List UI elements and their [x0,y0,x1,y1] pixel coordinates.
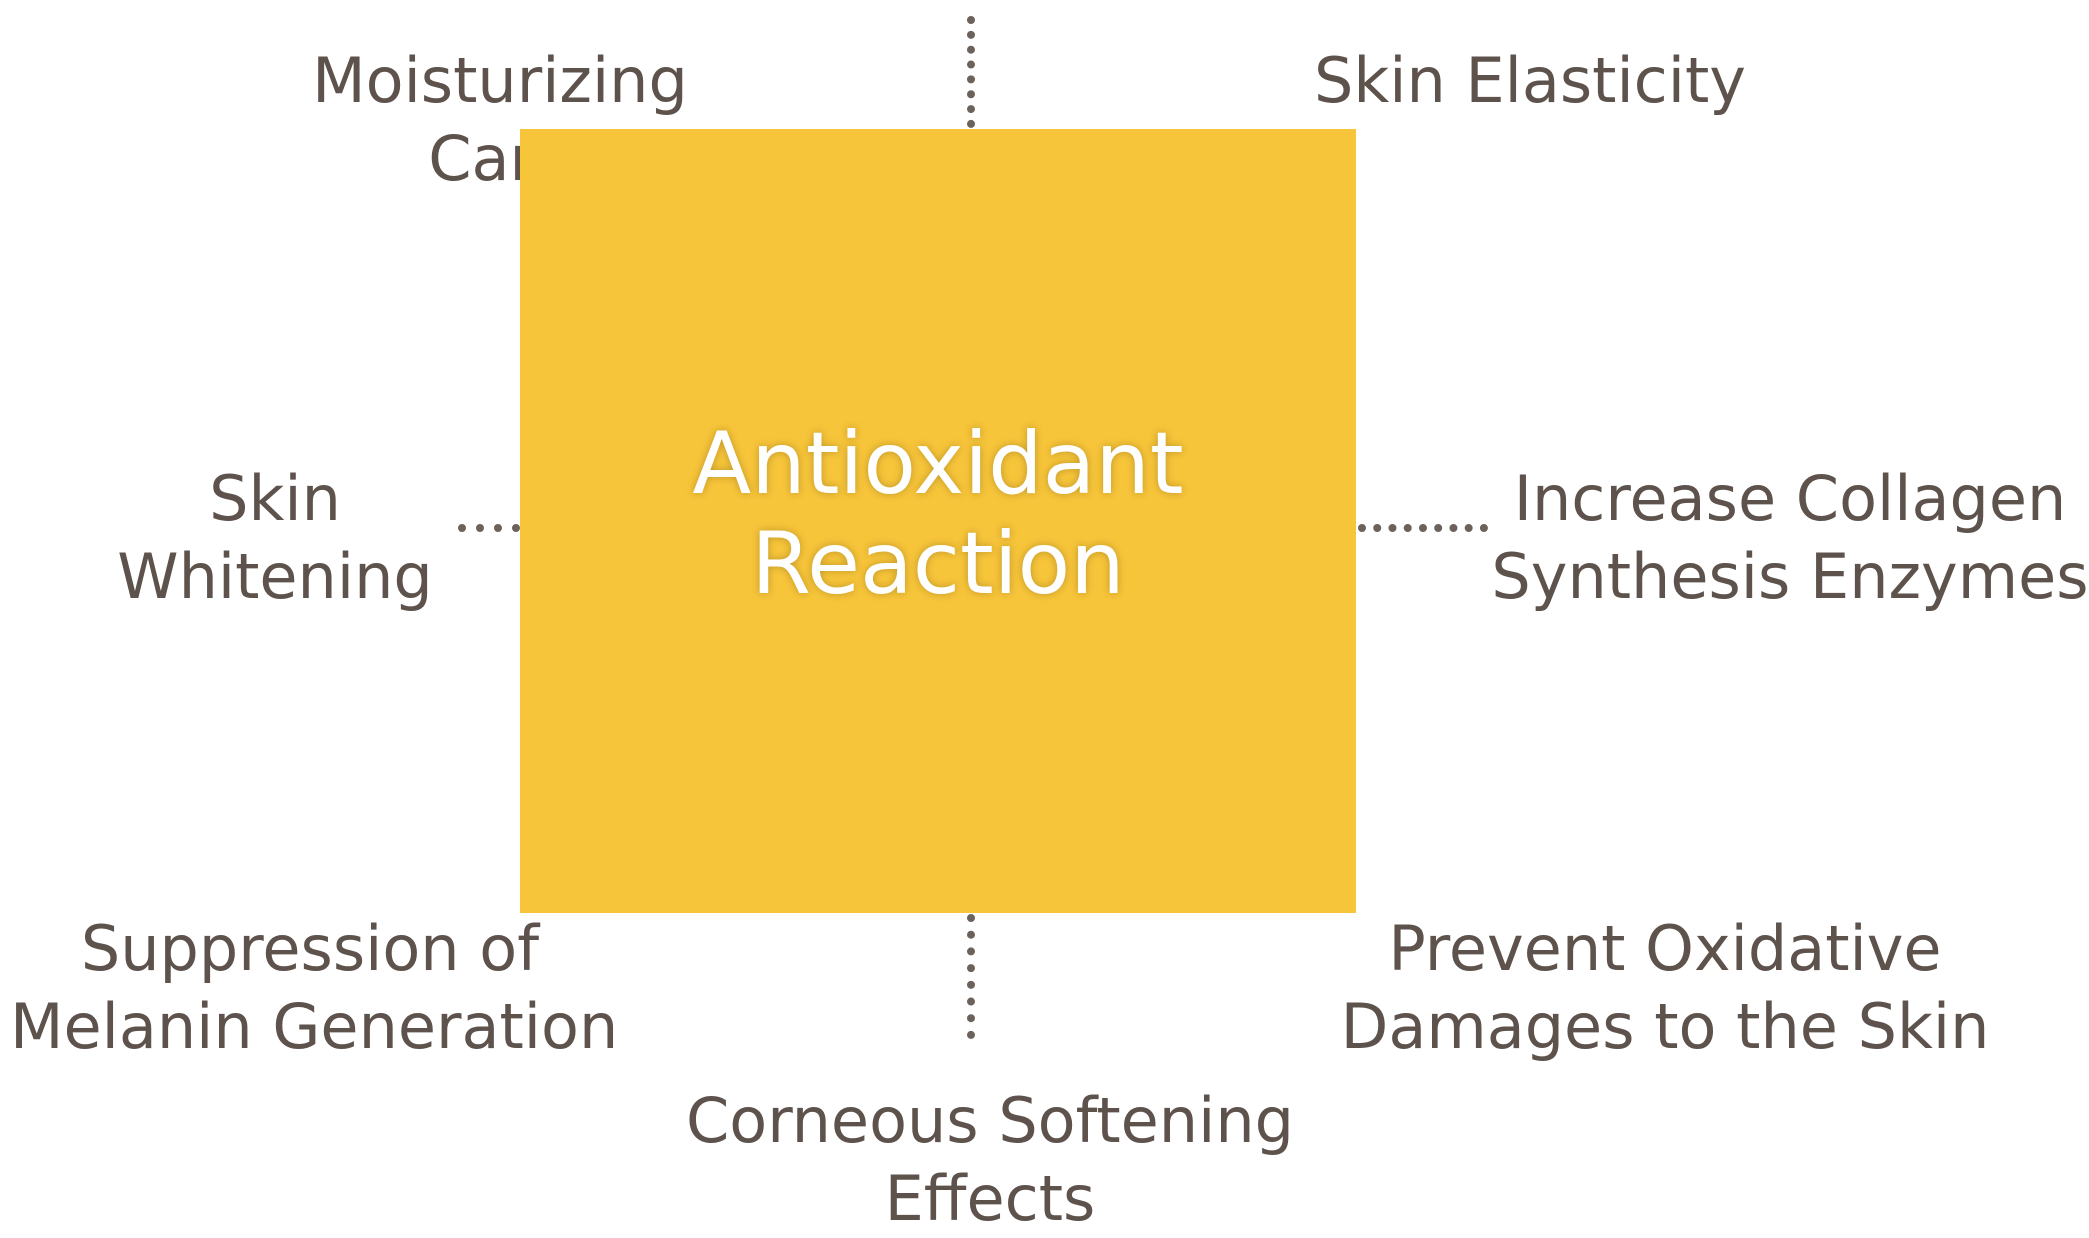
label-collagen-synthesis: Increase Collagen Synthesis Enzymes [1480,460,2089,616]
label-prevent-oxidative-damage: Prevent Oxidative Damages to the Skin [1340,910,1990,1066]
label-whitening-line1: Skin [209,462,341,535]
label-melanin-suppression: Suppression of Melanin Generation [10,910,619,1066]
label-oxidative-line2: Damages to the Skin [1340,990,1990,1063]
label-elasticity-line1: Skin Elasticity [1313,44,1747,117]
center-title-line2: Reaction [751,514,1125,614]
label-melanin-line1: Suppression of [80,912,540,985]
center-title: Antioxidant Reaction [692,414,1183,614]
connector-top [967,16,975,128]
label-skin-whitening: Skin Whitening [100,460,450,616]
connector-right [1358,524,1488,532]
center-title-line1: Antioxidant [692,414,1184,514]
label-collagen-line1: Increase Collagen [1513,462,2067,535]
label-corneous-softening: Corneous Softening Effects [680,1082,1300,1238]
label-oxidative-line1: Prevent Oxidative [1388,912,1942,985]
center-box: Antioxidant Reaction [520,129,1356,913]
label-corneous-line1: Corneous Softening [686,1084,1294,1157]
label-collagen-line2: Synthesis Enzymes [1491,540,2089,613]
label-whitening-line2: Whitening [117,540,433,613]
label-corneous-line2: Effects [884,1162,1096,1235]
connector-left [458,524,520,532]
label-skin-elasticity: Skin Elasticity [1300,42,1760,120]
label-moisturizing-line1: Moisturizing [312,44,688,117]
label-melanin-line2: Melanin Generation [10,990,619,1063]
connector-bottom [967,914,975,1039]
